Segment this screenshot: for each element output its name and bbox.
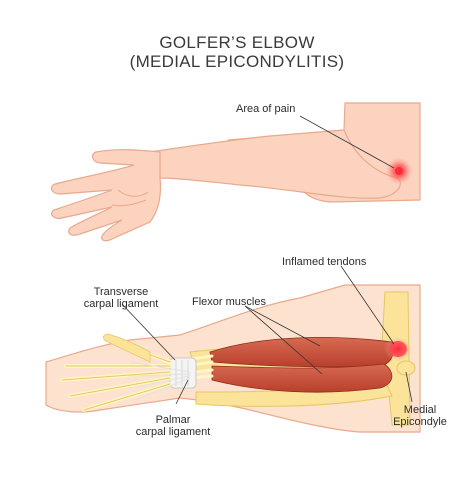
hand-tendons [60, 342, 191, 412]
anatomical-arm [45, 284, 421, 433]
label-palmar-line2: carpal ligament [135, 426, 211, 438]
label-area-of-pain: Area of pain [236, 103, 296, 115]
label-transverse-carpal-ligament: Transverse carpal ligament [66, 286, 176, 310]
leader-medial [405, 371, 413, 403]
label-transverse-line1: Transverse [93, 286, 149, 298]
external-arm [50, 102, 421, 242]
carpal-ligament [169, 357, 197, 389]
label-palmar-line1: Palmar [155, 414, 191, 426]
label-inflamed-tendons: Inflamed tendons [282, 256, 367, 268]
leader-flexor-1 [244, 305, 321, 347]
leader-area-of-pain [299, 115, 395, 169]
flexor-muscle-lower [211, 363, 393, 393]
thumb [103, 333, 151, 363]
label-medial-epicondyle: Medial Epicondyle [380, 404, 460, 428]
leader-transverse [121, 303, 176, 361]
page-title-line1: GOLFER’S ELBOW [159, 33, 315, 52]
hand [50, 149, 162, 242]
page-title-line2: (MEDIAL EPICONDYLITIS) [129, 52, 345, 71]
label-palmar-carpal-ligament: Palmar carpal ligament [118, 414, 228, 438]
label-flexor-muscles: Flexor muscles [192, 296, 266, 308]
leader-inflamed-tendons [340, 265, 395, 345]
medial-epicondyle [396, 360, 416, 376]
label-transverse-line2: carpal ligament [83, 298, 159, 310]
forearm [149, 129, 401, 199]
leader-lines [121, 115, 413, 405]
label-medial-line2: Epicondyle [393, 416, 447, 428]
leader-palmar [175, 379, 189, 405]
leader-flexor-2 [244, 305, 323, 375]
label-medial-line1: Medial [403, 404, 437, 416]
